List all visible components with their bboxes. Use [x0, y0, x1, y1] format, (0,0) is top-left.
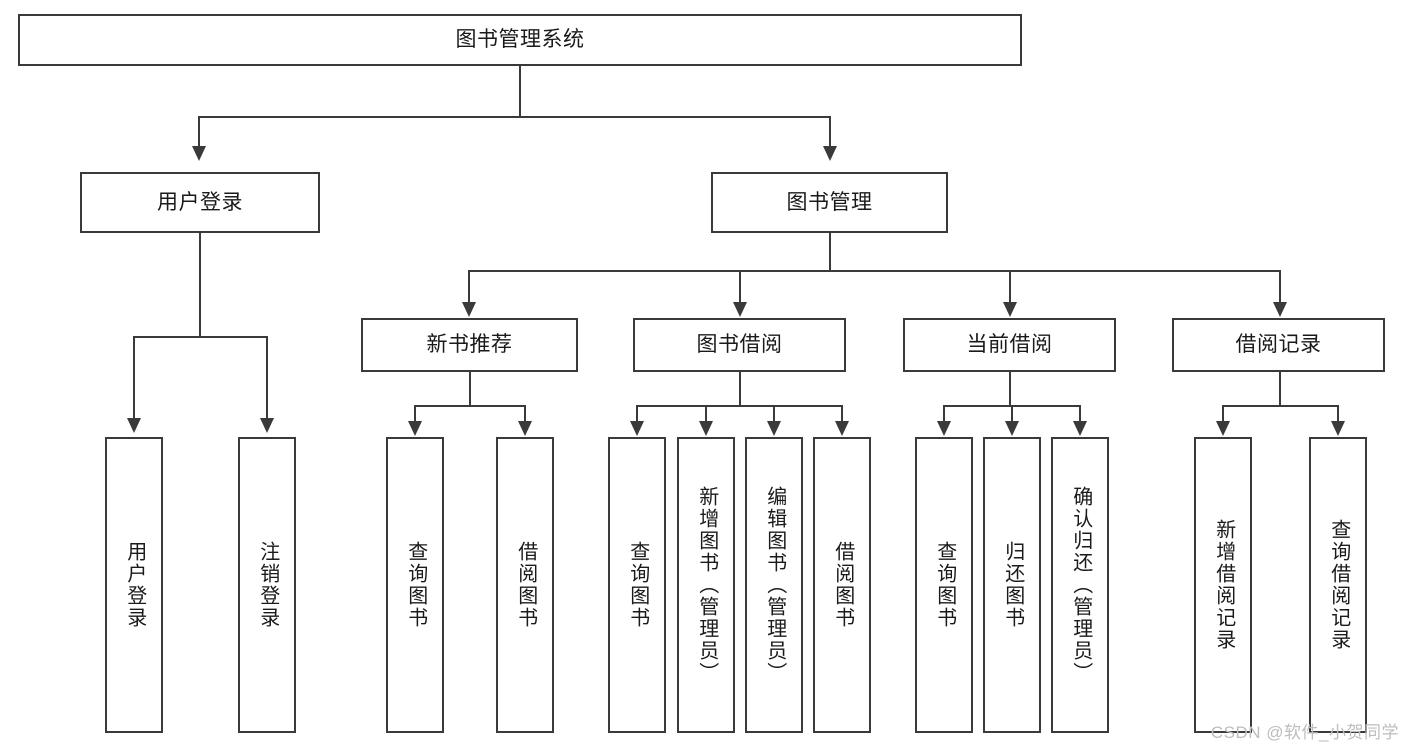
connector-bm-child-new-book	[468, 270, 470, 304]
leaf-user-login-logout[interactable]: 注销登录	[238, 437, 296, 733]
arrowhead-leaf-new-book-2	[518, 421, 532, 436]
connector-bm-child-borrow-record	[1279, 270, 1281, 304]
node-book-management[interactable]: 图书管理	[711, 172, 948, 233]
leaf-book-borrow-query-book[interactable]: 查询图书	[608, 437, 666, 733]
leaf-new-book-query-book[interactable]: 查询图书	[386, 437, 444, 733]
node-label: 确认归还（管理员）	[1069, 486, 1092, 684]
node-label: 图书借阅	[696, 333, 783, 357]
connector-book-borrow-child4	[841, 405, 843, 423]
node-label: 归还图书	[1001, 541, 1024, 629]
node-label: 新增图书（管理员）	[695, 486, 718, 684]
connector-borrow-record-stem	[1279, 372, 1281, 406]
connector-bm-child-book-borrow	[739, 270, 741, 304]
arrowhead-current-borrow	[1003, 302, 1017, 317]
leaf-book-borrow-add-book-admin[interactable]: 新增图书（管理员）	[677, 437, 735, 733]
node-label: 图书管理系统	[455, 28, 585, 52]
node-label: 注销登录	[256, 541, 279, 629]
connector-user-login-stem	[199, 233, 201, 337]
node-current-borrow[interactable]: 当前借阅	[903, 318, 1116, 372]
connector-new-book-child2	[524, 405, 526, 423]
node-label: 借阅记录	[1235, 333, 1322, 357]
connector-book-borrow-child3	[773, 405, 775, 423]
connector-root-to-book-management	[829, 116, 831, 149]
node-label: 新书推荐	[426, 333, 513, 357]
node-label: 查询图书	[933, 541, 956, 629]
node-label: 新增借阅记录	[1212, 519, 1235, 651]
arrowhead-borrow-record	[1273, 302, 1287, 317]
leaf-borrow-record-add-record[interactable]: 新增借阅记录	[1194, 437, 1252, 733]
arrowhead-leaf-current-borrow-1	[937, 421, 951, 436]
node-label: 查询借阅记录	[1327, 519, 1350, 651]
arrowhead-book-management	[823, 146, 837, 161]
connector-user-login-child2	[266, 336, 268, 420]
leaf-book-borrow-borrow-book[interactable]: 借阅图书	[813, 437, 871, 733]
arrowhead-leaf-book-borrow-4	[835, 421, 849, 436]
connector-book-management-stem	[829, 233, 831, 271]
node-borrow-record[interactable]: 借阅记录	[1172, 318, 1385, 372]
arrowhead-leaf-book-borrow-3	[767, 421, 781, 436]
connector-new-book-child1	[414, 405, 416, 423]
leaf-current-borrow-return-book[interactable]: 归还图书	[983, 437, 1041, 733]
node-label: 用户登录	[123, 541, 146, 629]
connector-book-borrow-child1	[636, 405, 638, 423]
node-new-book-recommend[interactable]: 新书推荐	[361, 318, 578, 372]
arrowhead-new-book-recommend	[462, 302, 476, 317]
leaf-new-book-borrow-book[interactable]: 借阅图书	[496, 437, 554, 733]
connector-root-to-user-login	[198, 116, 200, 149]
arrowhead-book-borrow	[733, 302, 747, 317]
connector-user-login-child1	[133, 336, 135, 420]
node-label: 编辑图书（管理员）	[763, 486, 786, 684]
connector-borrow-record-bus	[1222, 405, 1339, 407]
node-label: 查询图书	[404, 541, 427, 629]
connector-new-book-stem	[469, 372, 471, 406]
node-book-borrow[interactable]: 图书借阅	[633, 318, 846, 372]
node-label: 图书管理	[786, 190, 873, 214]
arrowhead-leaf-current-borrow-3	[1073, 421, 1087, 436]
leaf-current-borrow-confirm-return-admin[interactable]: 确认归还（管理员）	[1051, 437, 1109, 733]
connector-current-borrow-child1	[943, 405, 945, 423]
connector-current-borrow-child2	[1011, 405, 1013, 423]
connector-new-book-bus	[414, 405, 526, 407]
connector-root-stem	[519, 66, 521, 116]
arrowhead-leaf-user-login-2	[260, 418, 274, 433]
arrowhead-leaf-current-borrow-2	[1005, 421, 1019, 436]
connector-book-borrow-stem	[739, 372, 741, 406]
connector-root-bus	[198, 116, 831, 118]
csdn-watermark: CSDN @软件_小贺同学	[1210, 723, 1399, 742]
arrowhead-leaf-borrow-record-1	[1216, 421, 1230, 436]
connector-user-login-bus	[133, 336, 268, 338]
leaf-current-borrow-query-book[interactable]: 查询图书	[915, 437, 973, 733]
node-label: 借阅图书	[831, 541, 854, 629]
arrowhead-user-login	[192, 146, 206, 161]
leaf-user-login-login[interactable]: 用户登录	[105, 437, 163, 733]
connector-borrow-record-child2	[1337, 405, 1339, 423]
node-label: 借阅图书	[514, 541, 537, 629]
connector-bm-child-current-borrow	[1009, 270, 1011, 304]
connector-current-borrow-child3	[1079, 405, 1081, 423]
node-root-book-management-system[interactable]: 图书管理系统	[18, 14, 1022, 66]
connector-book-management-bus	[468, 270, 1280, 272]
arrowhead-leaf-borrow-record-2	[1331, 421, 1345, 436]
connector-current-borrow-stem	[1009, 372, 1011, 406]
arrowhead-leaf-book-borrow-2	[699, 421, 713, 436]
node-label: 当前借阅	[966, 333, 1053, 357]
arrowhead-leaf-book-borrow-1	[630, 421, 644, 436]
connector-book-borrow-child2	[705, 405, 707, 423]
node-label: 用户登录	[157, 190, 243, 214]
node-user-login[interactable]: 用户登录	[80, 172, 320, 233]
connector-book-borrow-bus	[636, 405, 843, 407]
leaf-book-borrow-edit-book-admin[interactable]: 编辑图书（管理员）	[745, 437, 803, 733]
connector-borrow-record-child1	[1222, 405, 1224, 423]
arrowhead-leaf-user-login-1	[127, 418, 141, 433]
leaf-borrow-record-query-record[interactable]: 查询借阅记录	[1309, 437, 1367, 733]
node-label: 查询图书	[626, 541, 649, 629]
arrowhead-leaf-new-book-1	[408, 421, 422, 436]
